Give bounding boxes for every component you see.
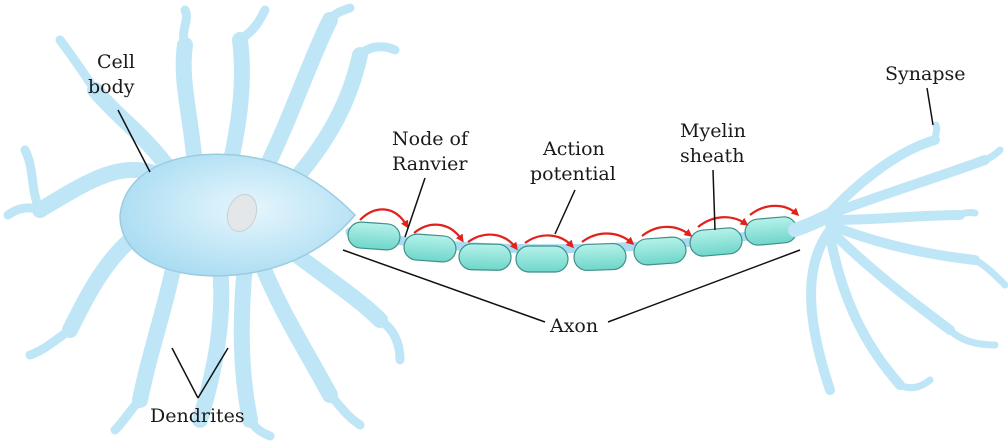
myelin-segment — [403, 233, 457, 263]
myelin-segment — [459, 244, 511, 271]
action-arrow — [642, 227, 690, 236]
myelin-segment — [516, 246, 568, 272]
action-potential-label-line2: potential — [530, 163, 616, 185]
cell-body-label-line2: body — [88, 76, 135, 98]
myelin-segment — [574, 243, 627, 271]
myelin-sheath-label-line1: Myelin — [680, 120, 746, 142]
myelin-segments — [347, 216, 798, 272]
action-arrow — [750, 206, 797, 215]
myelin-leader — [713, 170, 715, 230]
dendrites-label: Dendrites — [150, 405, 245, 427]
node-of-ranvier-label-line1: Node of — [392, 128, 470, 150]
dendrites-leader-left — [172, 348, 198, 398]
action-leader — [555, 190, 575, 234]
node-of-ranvier-label-line2: Ranvier — [392, 153, 468, 175]
myelin-segment — [689, 227, 743, 257]
cell-body-label-line1: Cell — [97, 51, 135, 73]
action-arrow — [698, 217, 746, 227]
myelin-segment — [633, 236, 687, 266]
cell-body — [120, 154, 355, 276]
synapse-label: Synapse — [885, 63, 965, 85]
myelin-segment — [347, 221, 401, 251]
axon-label: Axon — [549, 315, 598, 337]
action-arrow — [582, 233, 632, 243]
axon-terminals — [795, 125, 1005, 390]
action-potential-label-line1: Action — [542, 138, 605, 160]
synapse-leader — [927, 88, 933, 125]
myelin-sheath-label-line2: sheath — [680, 145, 744, 167]
